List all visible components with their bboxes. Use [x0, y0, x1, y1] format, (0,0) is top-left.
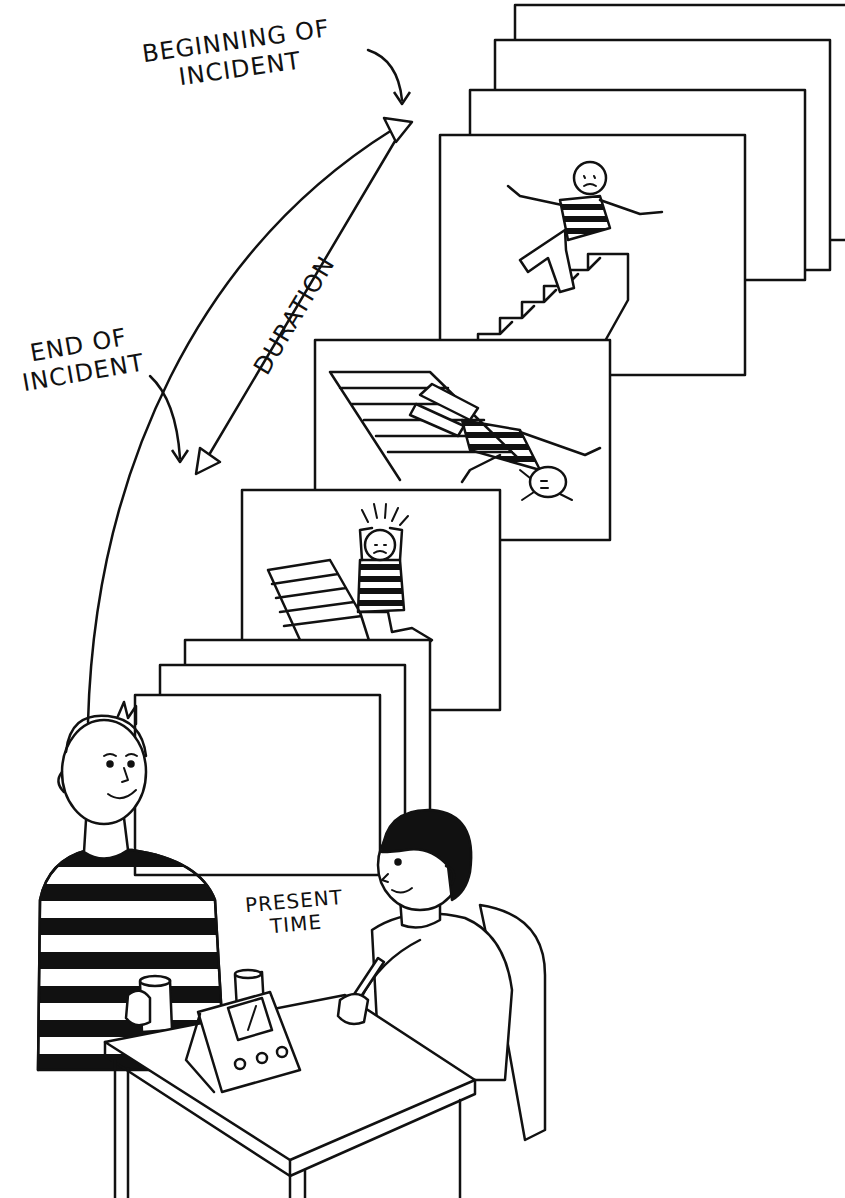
falling-man-shirt — [560, 196, 610, 240]
preclear-hand — [126, 991, 150, 1026]
time-track-curve — [88, 130, 392, 722]
table-top — [105, 995, 475, 1160]
pain-marks — [362, 504, 408, 525]
preclear-eye — [129, 762, 134, 767]
auditor-hand — [338, 994, 368, 1024]
leader-line — [368, 50, 402, 100]
falling-man-legs — [520, 230, 574, 292]
stairs — [268, 560, 370, 640]
e-meter-knob — [235, 1059, 245, 1069]
arrow-head — [394, 92, 410, 104]
arrow-head — [384, 118, 412, 142]
auditor-ear — [446, 866, 454, 884]
preclear-ear — [58, 772, 64, 792]
arrow-head — [196, 448, 220, 474]
lying-man-hair — [520, 470, 572, 500]
e-meter-dial — [228, 998, 272, 1040]
sitting-man-head — [365, 530, 395, 560]
cup-rim — [140, 976, 170, 986]
table-leg — [115, 1060, 460, 1198]
auditor-hair — [382, 810, 471, 900]
auditor-face — [382, 874, 412, 893]
e-meter-knob — [257, 1053, 267, 1063]
falling-man-head — [574, 162, 606, 194]
sitting-man-shirt — [358, 560, 404, 612]
preclear-face — [108, 768, 136, 798]
can-rim — [235, 970, 261, 978]
leader-line — [150, 376, 180, 458]
handwritten-label: END OF INCIDENT — [2, 319, 159, 399]
preclear-eye — [108, 762, 113, 767]
e-meter — [198, 992, 300, 1092]
duration-arrow — [206, 136, 398, 460]
auditor-eye — [396, 860, 401, 865]
e-meter-needle — [248, 1006, 256, 1030]
handwritten-label: BEGINNING OF INCIDENT — [115, 12, 360, 100]
sitting-man-arms — [360, 528, 402, 560]
e-meter-cans-lead — [186, 1014, 214, 1092]
handwritten-label: PRESENT TIME — [234, 885, 356, 941]
lying-man-head — [530, 467, 566, 497]
preclear-head — [62, 720, 146, 824]
arrow-head — [172, 450, 188, 462]
falling-man-face — [584, 176, 596, 186]
preclear-hair — [66, 702, 146, 756]
lying-man-shirt — [462, 420, 540, 470]
e-meter-knob — [277, 1047, 287, 1057]
preclear-brows — [104, 754, 137, 756]
sitting-man-face — [374, 545, 386, 553]
memory-frame — [135, 695, 380, 875]
